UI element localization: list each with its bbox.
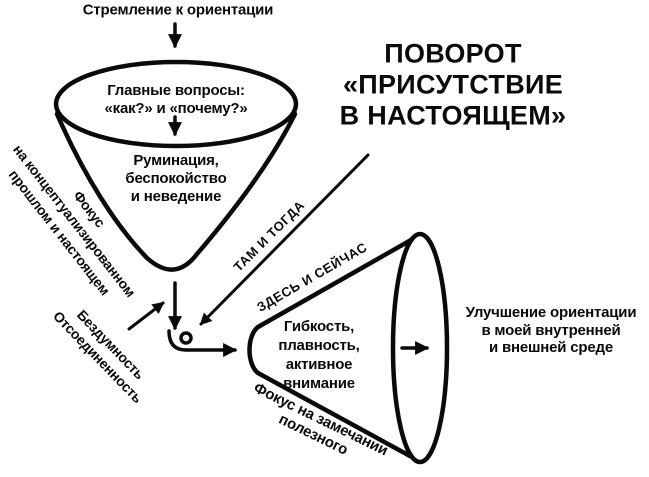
text-line: беспокойство bbox=[125, 170, 227, 187]
elbow-right-arrow bbox=[167, 329, 238, 357]
title-line: В НАСТОЯЩЕМ» bbox=[339, 100, 567, 131]
text-line: Главные вопросы: bbox=[107, 82, 245, 99]
right-funnel-lower-edge bbox=[255, 370, 413, 459]
text-line: в моей внутренней bbox=[481, 321, 621, 339]
text-line: «как?» и «почему?» bbox=[104, 100, 248, 117]
text-line: Руминация, bbox=[133, 152, 219, 169]
text-line: активное bbox=[285, 356, 353, 373]
top-flow-label: Стремление к ориентации bbox=[82, 1, 274, 19]
right-funnel-tip bbox=[247, 324, 261, 376]
up-right-arrow bbox=[127, 301, 165, 331]
text-line: и неведение bbox=[130, 188, 222, 205]
left-funnel-cone bbox=[54, 111, 298, 272]
text-line: и внешней среде bbox=[488, 338, 614, 356]
title-line: «ПРИСУТСТВИЕ bbox=[342, 69, 564, 100]
outcome-text: Улучшение ориентации в моей внутренней и… bbox=[466, 304, 637, 357]
text-line: Гибкость, bbox=[283, 318, 355, 335]
title-line: ПОВОРОТ bbox=[384, 38, 522, 69]
text-line: внимание bbox=[283, 375, 355, 392]
left-funnel-top-text: Главные вопросы: «как?» и «почему?» bbox=[105, 82, 248, 118]
right-funnel-upper-edge bbox=[255, 237, 414, 330]
right-funnel-body-text: Гибкость, плавность, активное внимание bbox=[278, 317, 359, 393]
text-line: Улучшение ориентации bbox=[465, 303, 637, 321]
text-line: плавность, bbox=[278, 337, 360, 354]
left-funnel-body-text: Руминация, беспокойство и неведение bbox=[125, 152, 226, 206]
diagonal-arrow bbox=[199, 153, 370, 326]
left-funnel-mouth bbox=[53, 59, 299, 149]
page-title: ПОВОРОТ «ПРИСУТСТВИЕ В НАСТОЯЩЕМ» bbox=[340, 39, 567, 132]
pivot-node bbox=[179, 331, 193, 345]
